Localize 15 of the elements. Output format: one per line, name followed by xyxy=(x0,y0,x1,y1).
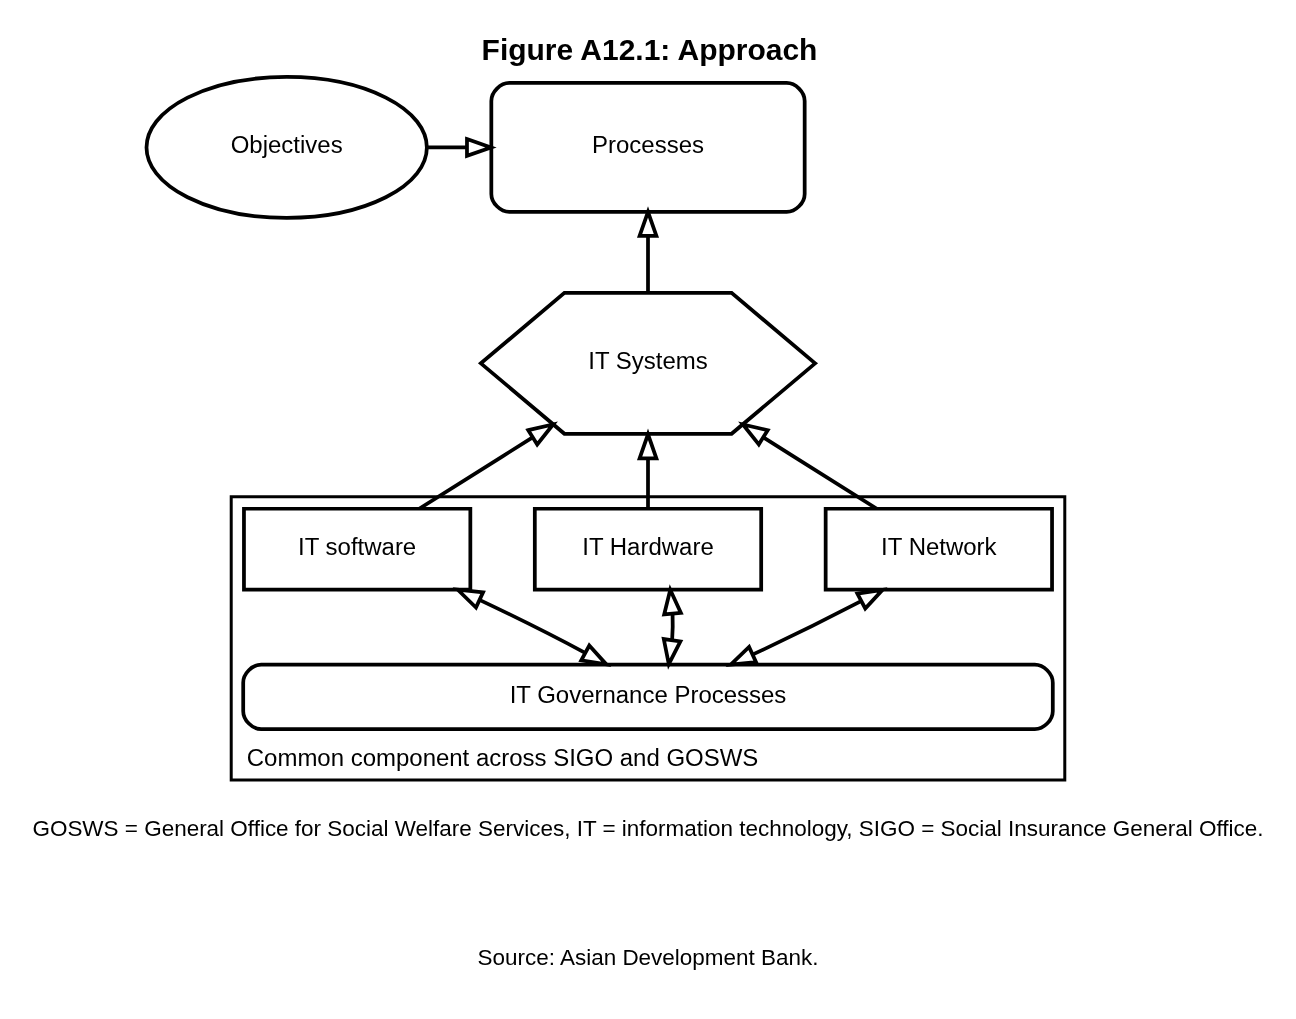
arrow xyxy=(636,428,660,509)
node-box: IT software xyxy=(242,506,473,592)
arrow xyxy=(725,587,888,667)
arrow xyxy=(427,136,497,159)
label: Source: Asian Development Bank. xyxy=(477,945,819,971)
arrow xyxy=(661,584,684,670)
node-box: IT Hardware xyxy=(532,506,764,592)
diagram-title: Figure A12.1: Approach xyxy=(481,33,818,67)
arrow xyxy=(636,206,660,293)
caption: GOSWS = General Office for Social Welfare Services, IT = information technology, SIGO = Social Insurance General Office. xyxy=(32,816,1264,842)
arrow xyxy=(452,587,612,668)
node-box: Processes xyxy=(489,81,807,214)
node-box: IT Network xyxy=(823,506,1054,592)
node-ellipse: Objectives xyxy=(144,75,429,220)
node-box: IT Governance Processes xyxy=(241,662,1055,731)
